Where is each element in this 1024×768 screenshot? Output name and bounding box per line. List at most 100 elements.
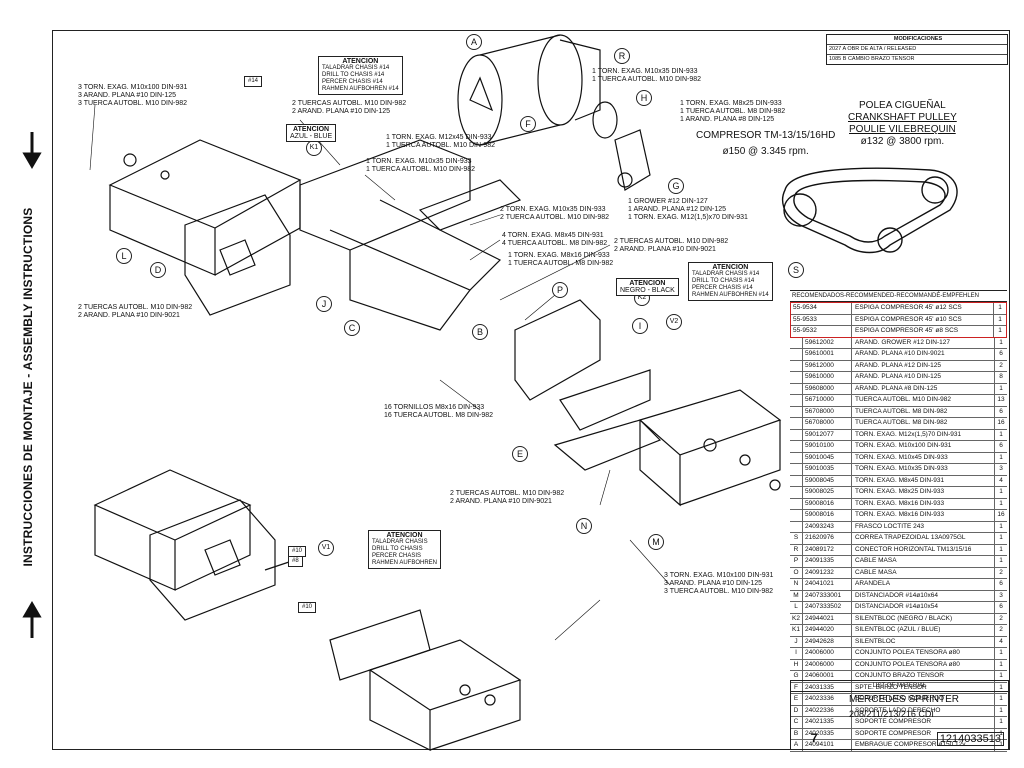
bom-code: 24006000 xyxy=(803,659,852,670)
bom-desc: CONJUNTO BRAZO TENSOR xyxy=(852,671,995,682)
bom-qty: 4 xyxy=(999,637,1003,645)
bom-mark xyxy=(790,337,803,348)
callout-v1: V1 xyxy=(318,540,334,556)
bom-qty: 2 xyxy=(999,568,1003,576)
bom-mark: O xyxy=(790,567,803,578)
bom-code: 59010100 xyxy=(803,441,852,452)
bom-mark xyxy=(790,521,803,532)
bom-code: 24006000 xyxy=(803,648,852,659)
bom-desc: CONJUNTO POLEA TENSORA ø80 xyxy=(852,648,995,659)
bom-code: 59612002 xyxy=(803,337,852,348)
callout-f: F xyxy=(520,116,536,132)
callout-d: D xyxy=(150,262,166,278)
bom-desc: SOPORTE COMPRESOR xyxy=(852,728,995,739)
bom-code: 24023336 xyxy=(803,694,852,705)
bom-desc: TORN. EXAG. M10x100 DIN-931 xyxy=(852,441,995,452)
bom-code: 56710000 xyxy=(803,395,852,406)
bom-code: 59008016 xyxy=(803,510,852,521)
bom-qty: 1 xyxy=(999,534,1003,541)
bom-code: 59008016 xyxy=(803,498,852,509)
bom-mark: K2 xyxy=(790,613,803,624)
chassis-rail-upper-left xyxy=(108,139,302,276)
bom-mark: A xyxy=(790,740,803,751)
bom-qty: 1 xyxy=(999,338,1003,346)
bill-of-materials: RECOMENDADOS-RECOMMENDED-RECOMMANDÉ-EMPF… xyxy=(790,290,1007,752)
bom-desc: CABLE MASA xyxy=(852,567,995,578)
bom-qty: 1 xyxy=(999,683,1003,691)
bom-code: 24091335 xyxy=(803,556,852,567)
bom-code: 56708000 xyxy=(803,418,852,429)
bom-mark xyxy=(790,372,803,383)
bom-desc: SOPORTE COMPRESOR xyxy=(852,717,995,728)
bom-qty: 6 xyxy=(999,350,1003,357)
bom-mark: F xyxy=(790,682,803,693)
bom-mark xyxy=(790,406,803,417)
bom-code: 59610001 xyxy=(803,349,852,360)
bom-code: 2407333502 xyxy=(803,602,852,613)
bom-mark xyxy=(790,418,803,429)
bom-code: 59608000 xyxy=(803,383,852,394)
bom-qty: 6 xyxy=(999,407,1003,415)
bom-desc: CONJUNTO POLEA TENSORA ø80 xyxy=(852,659,995,670)
tag-10b: #10 xyxy=(298,602,317,613)
callout-p: P xyxy=(552,282,568,298)
bom-qty: 1 xyxy=(999,499,1003,507)
bom-mark xyxy=(790,510,803,521)
callout-s: S xyxy=(788,262,804,278)
bom-desc: SOPORTE LADO IZQUIERDO xyxy=(852,694,995,705)
bom-desc: ARAND. PLANA #10 DIN-9021 xyxy=(852,349,995,360)
bom-mark: G xyxy=(790,671,803,682)
bom-mark xyxy=(790,498,803,509)
bom-qty: 1 xyxy=(999,488,1003,495)
bom-code: 24942628 xyxy=(803,636,852,647)
compressor-a xyxy=(457,34,601,146)
bom-qty: 6 xyxy=(999,603,1003,610)
bom-code: 24021335 xyxy=(803,717,852,728)
bom-desc: DISTANCIADOR #14ø10x54 xyxy=(852,602,995,613)
callout-v2: V2 xyxy=(666,314,682,330)
bom-desc: TORN. EXAG. M8x45 DIN-931 xyxy=(852,475,995,486)
bom-code: 24944021 xyxy=(803,613,852,624)
bom-code: 59008045 xyxy=(803,475,852,486)
bom-qty: 1 xyxy=(999,706,1003,714)
callout-a: A xyxy=(466,34,482,50)
callout-n: N xyxy=(576,518,592,534)
callout-c: C xyxy=(344,320,360,336)
bom-mark: H xyxy=(790,659,803,670)
bom-code: 59012077 xyxy=(803,429,852,440)
bom-desc: TORN. EXAG. M10x45 DIN-933 xyxy=(852,452,995,463)
bom-qty: 1 xyxy=(999,545,1003,553)
bom-mark xyxy=(790,349,803,360)
bom-code: 24020335 xyxy=(803,728,852,739)
bom-qty: 1 xyxy=(999,522,1003,530)
bom-desc: TORN. EXAG. M10x35 DIN-933 xyxy=(852,464,995,475)
bom-code: 24022336 xyxy=(803,705,852,716)
chassis-rail-lower-right xyxy=(638,389,782,507)
bom-desc: SILENTBLOC (NEGRO / BLACK) xyxy=(852,613,995,624)
bom-desc: SILENTBLOC (AZUL / BLUE) xyxy=(852,625,995,636)
bom-desc: CABLE MASA xyxy=(852,556,995,567)
chassis-rail-bottom xyxy=(329,609,522,751)
bom-desc: SILENTBLOC xyxy=(852,636,995,647)
callout-e: E xyxy=(512,446,528,462)
